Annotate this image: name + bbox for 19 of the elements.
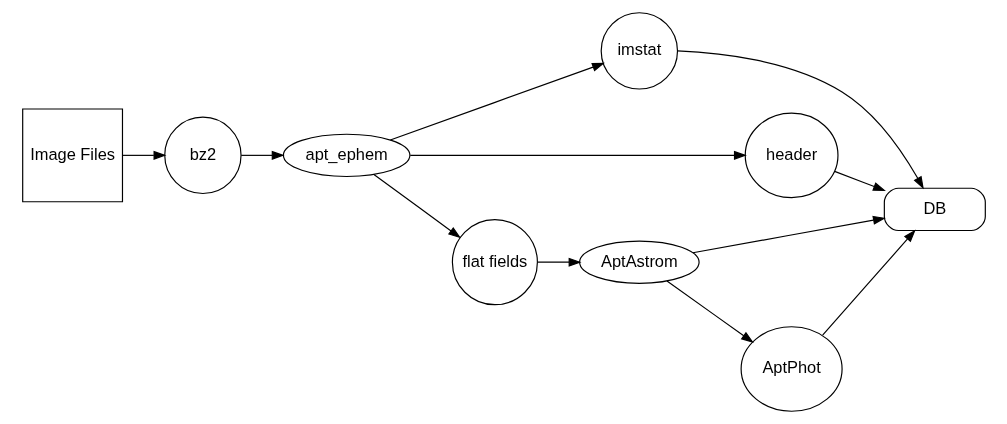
node-ellipse: AptAstrom — [578, 240, 700, 284]
arrow — [833, 170, 886, 192]
arrow — [691, 215, 886, 254]
arrow — [372, 173, 461, 239]
node-circle: header — [744, 112, 839, 199]
node-box: Image Files — [21, 108, 123, 203]
arrow — [821, 229, 916, 336]
arrow — [536, 257, 582, 267]
arrow — [676, 50, 924, 190]
arrow — [665, 280, 754, 343]
node-circle: bz2 — [163, 116, 242, 195]
node-circle: flat fields — [451, 219, 538, 306]
node-circle: imstat — [600, 12, 678, 90]
node-ellipse: apt_ephem — [282, 133, 410, 178]
arrow — [240, 150, 285, 160]
node-box: DB — [883, 187, 986, 232]
arrow — [389, 62, 605, 141]
arrow — [121, 150, 166, 160]
arrow — [409, 150, 747, 160]
